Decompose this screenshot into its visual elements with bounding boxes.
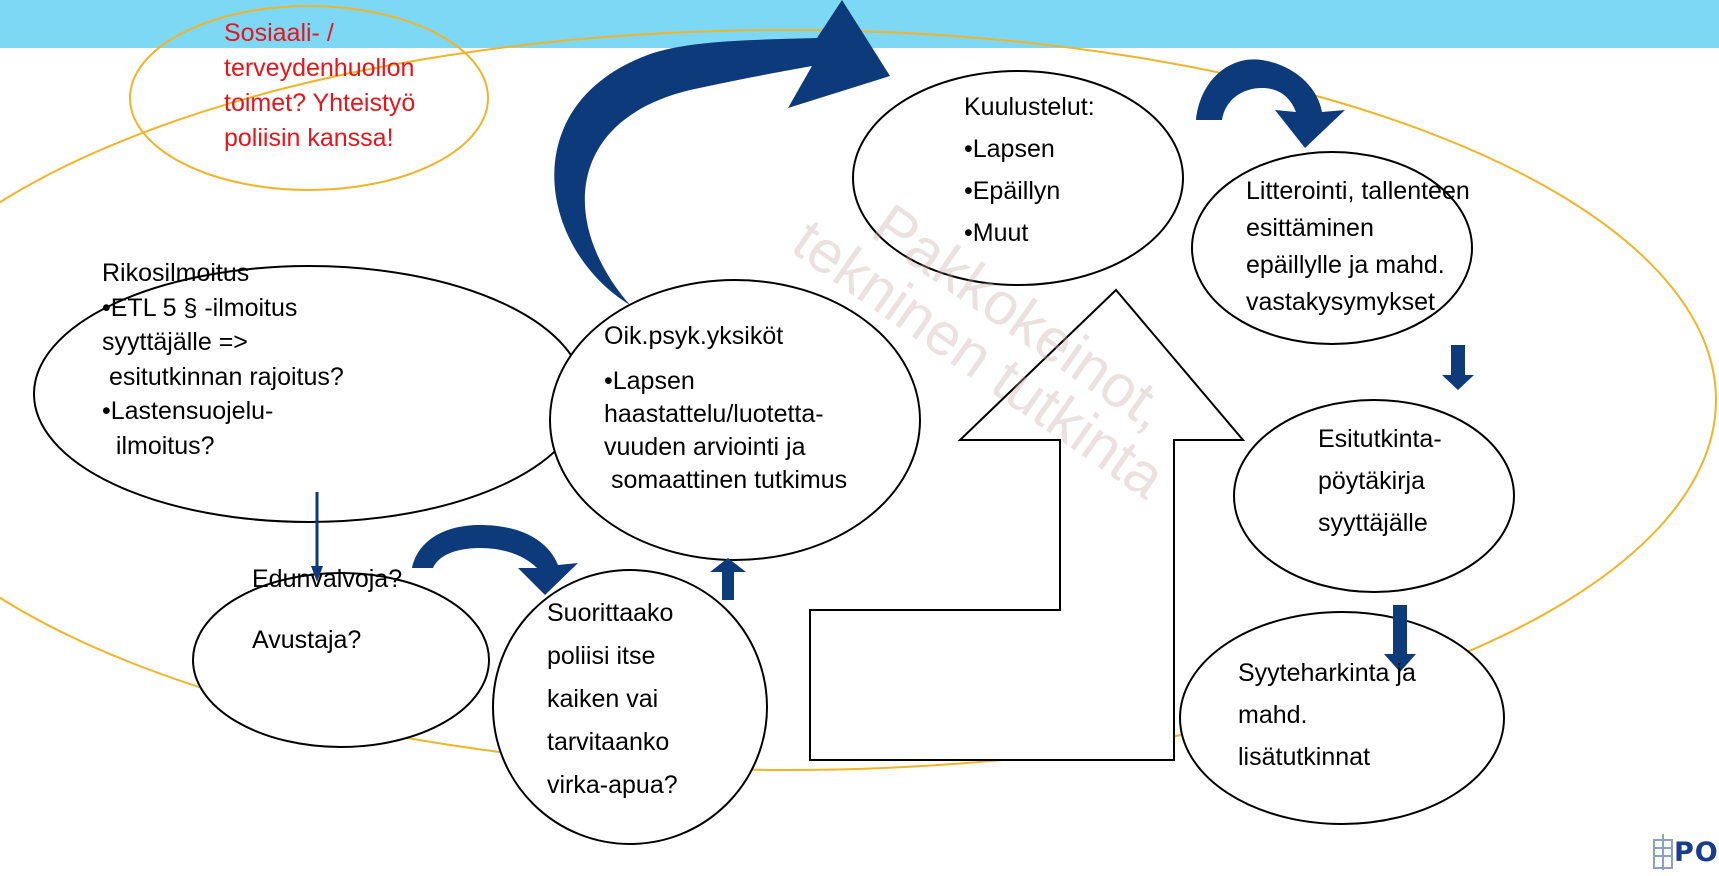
oikpsyk-node (549, 279, 921, 561)
sosiaali-ellipse (129, 5, 489, 191)
arrow-litterointi-to-esitutkinta (1442, 345, 1474, 390)
outer-scope-ellipse (0, 29, 1717, 771)
syyteharkinta-text: Syyteharkinta ja mahd. lisätutkinnat (1238, 659, 1416, 771)
police-emblem-icon (1653, 834, 1673, 870)
arrow-esitutkinta-to-syyteharkinta (1384, 605, 1416, 672)
curved-arrow-large (554, 0, 890, 305)
oikpsyk-text: Oik.psyk.yksiköt •Lapsen haastattelu/luo… (604, 322, 848, 494)
edunvalvoja-node (192, 572, 490, 748)
suorittaako-node (492, 569, 768, 845)
arrow-suorittaako-to-oikpsyk (710, 558, 746, 600)
sosiaali-text: Sosiaali- / terveydenhuollon toimet? Yht… (224, 19, 416, 152)
rikosilmoitus-text: Rikosilmoitus •ETL 5 § -ilmoitus syyttäj… (102, 259, 344, 460)
litterointi-text: Litterointi, tallenteen esittäminen epäi… (1246, 177, 1470, 316)
hollow-up-arrow (809, 288, 1246, 761)
curved-arrow-top-right (1196, 59, 1345, 149)
esitutkinta-text: Esitutkinta- pöytäkirja syyttäjälle (1318, 425, 1442, 537)
edunvalvoja-text: Edunvalvoja? Avustaja? (252, 565, 403, 654)
kuulustelut-node (852, 70, 1184, 286)
suorittaako-text: Suorittaako poliisi itse kaiken vai tarv… (547, 599, 678, 799)
police-logo: POLI (1652, 832, 1719, 872)
police-logo-text: POLI (1674, 836, 1719, 868)
litterointi-node (1191, 151, 1473, 345)
arrow-rikos-to-edunvalvoja (311, 492, 323, 582)
esitutkinta-node (1233, 399, 1515, 593)
kuulustelut-text: Kuulustelut: •Lapsen •Epäillyn •Muut (964, 93, 1095, 247)
curved-arrow-bottom (412, 525, 578, 595)
syyteharkinta-node (1179, 611, 1505, 825)
